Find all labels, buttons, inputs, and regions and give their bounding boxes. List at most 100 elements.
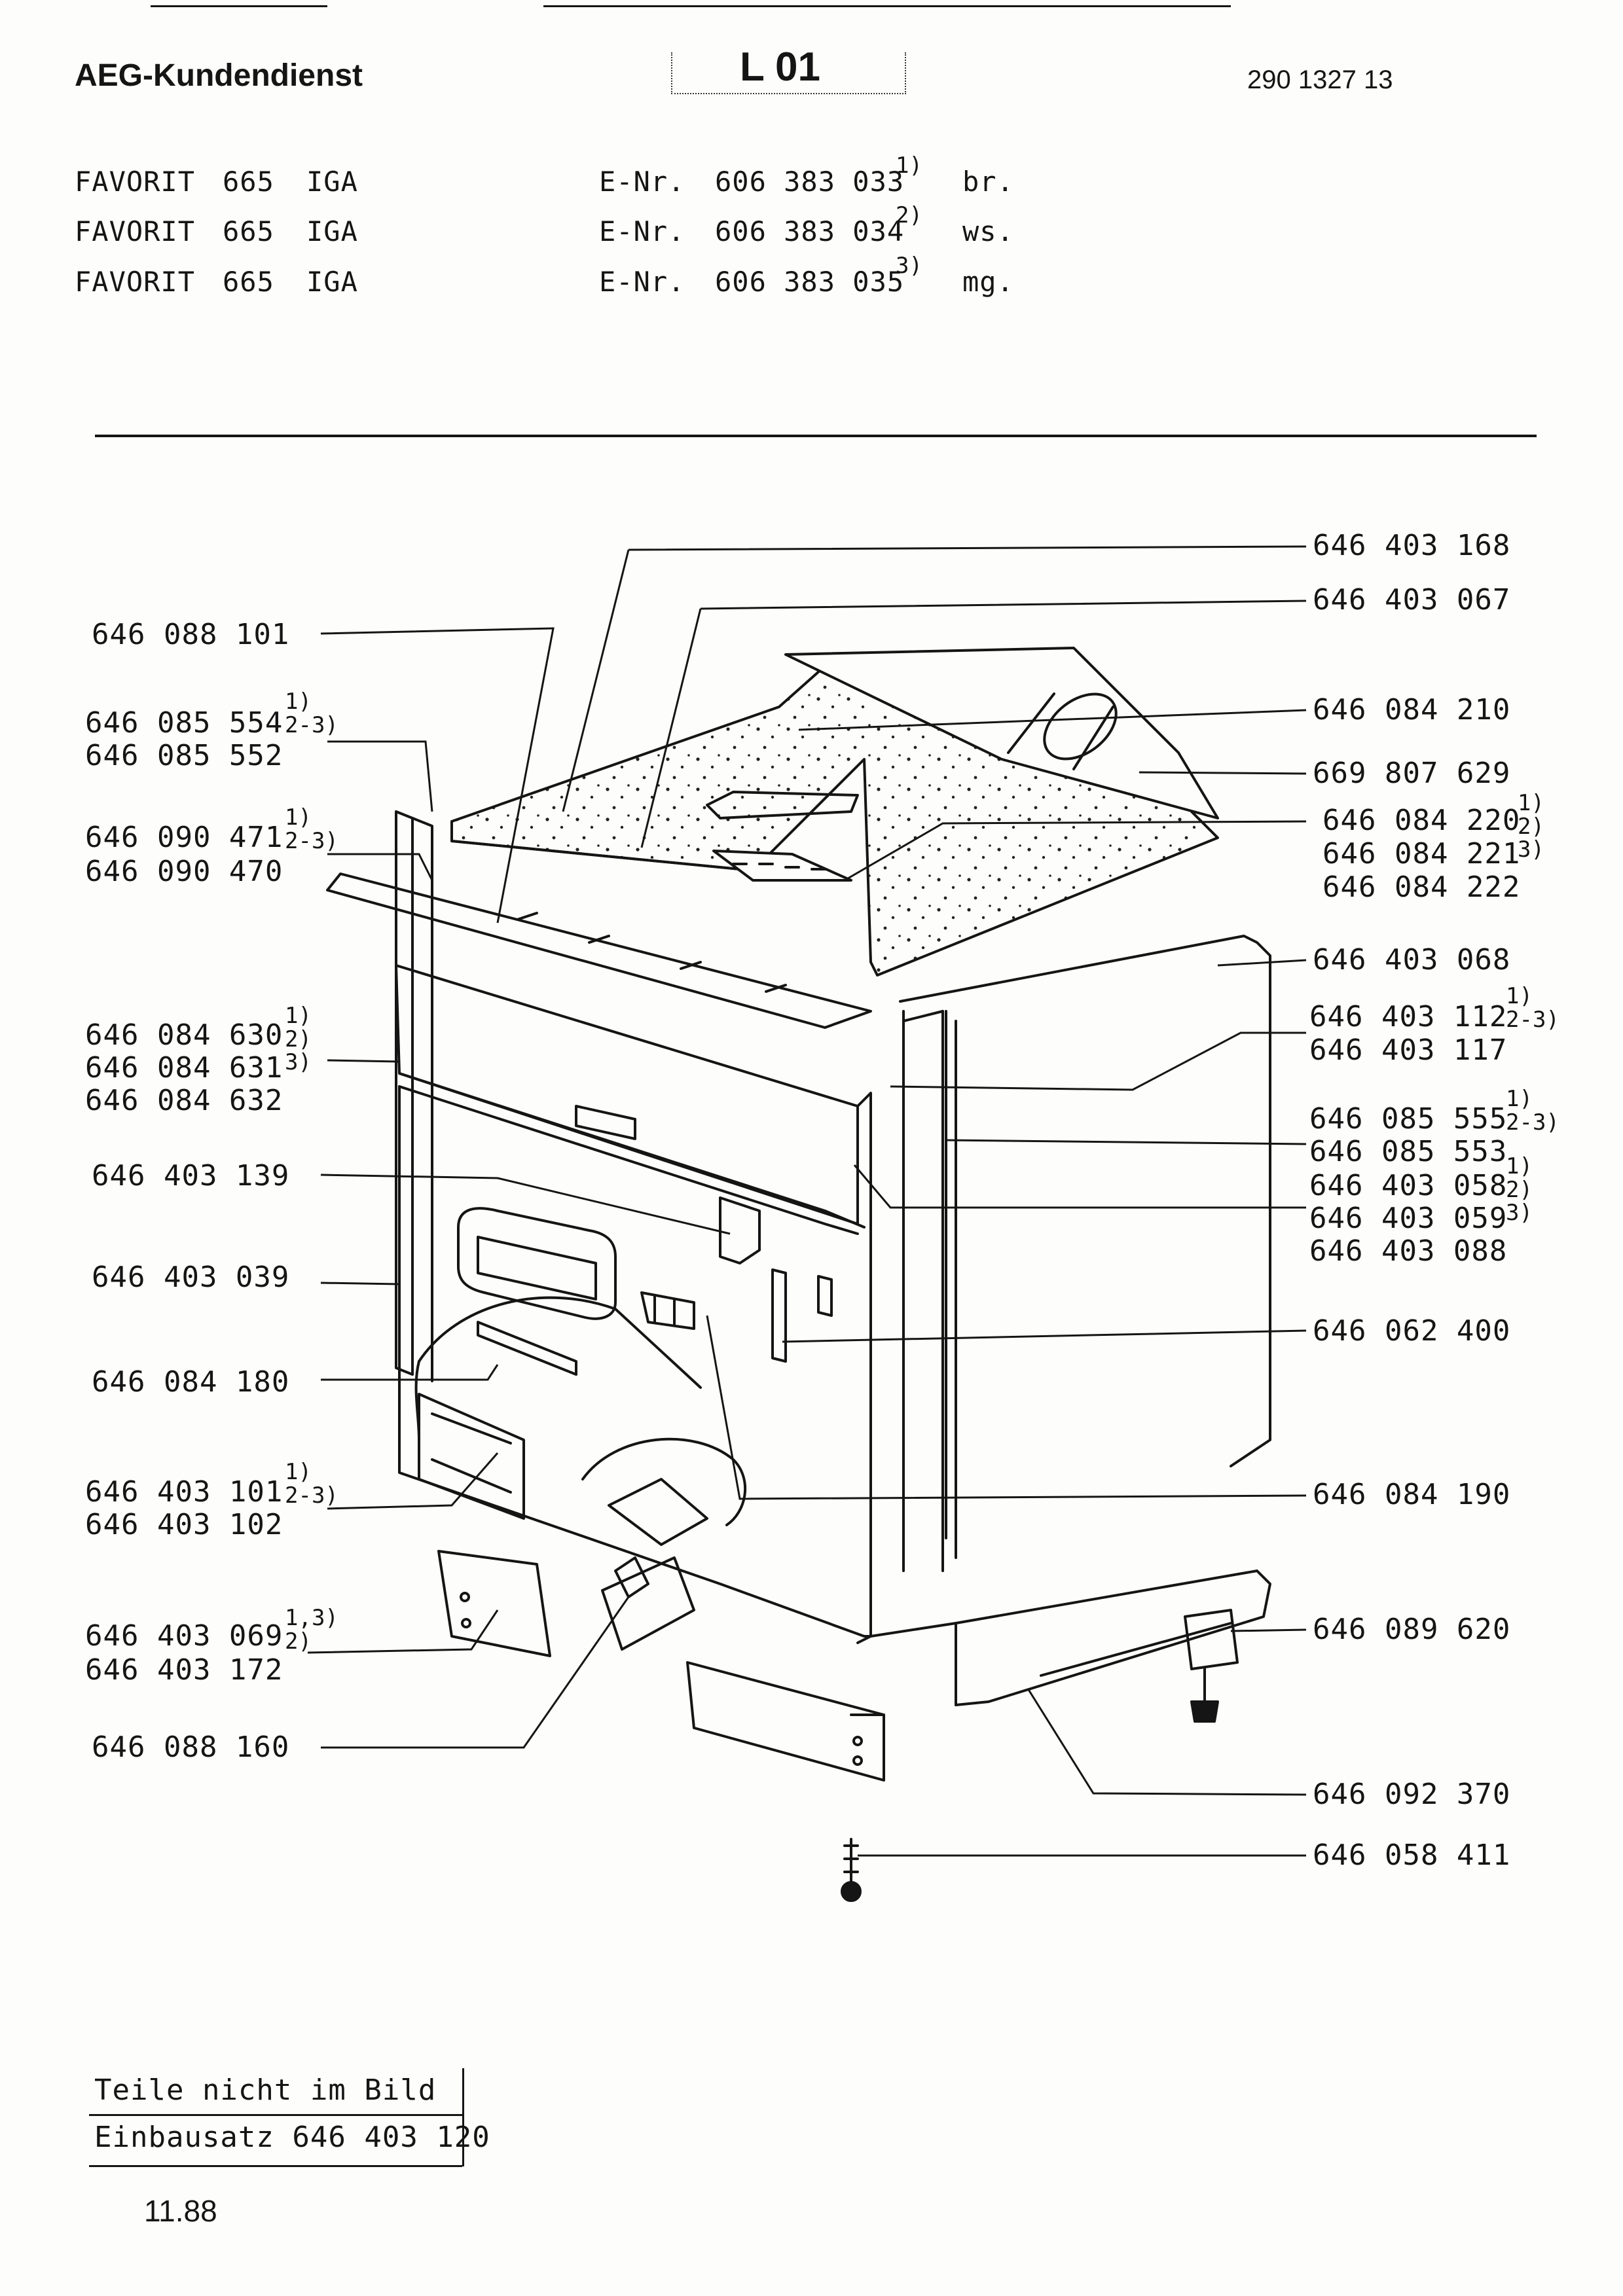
- variant-notes: 1) 2) 3): [285, 1003, 312, 1076]
- model-name: FAVORIT: [75, 166, 196, 198]
- part-number: 646 090 470: [85, 855, 283, 888]
- part-number: 646 084 210: [1313, 693, 1511, 726]
- leader-l2: [327, 740, 433, 812]
- leader-r3: [798, 709, 1307, 731]
- part-number: 646 085 554: [85, 706, 283, 740]
- front-top-bar: [326, 872, 872, 1029]
- model-name: FAVORIT: [75, 266, 196, 298]
- part-number: 646 403 058: [1309, 1169, 1508, 1202]
- part-number: 646 062 400: [1313, 1314, 1511, 1348]
- leader-r11: [706, 1315, 1307, 1500]
- variant-notes: 1) 2) 3): [1518, 790, 1544, 863]
- color-code: mg.: [962, 266, 1014, 298]
- variant-notes: 1) 2-3): [285, 689, 338, 738]
- leader-l3: [327, 853, 433, 881]
- part-number: 646 403 168: [1313, 529, 1511, 562]
- part-number: 646 403 088: [1309, 1234, 1508, 1268]
- parts-not-shown-box: Teile nicht im Bild Einbausatz 646 403 1…: [89, 2068, 490, 2167]
- part-number: 646 089 620: [1313, 1613, 1511, 1646]
- brand-title: AEG-Kundendienst: [75, 58, 363, 93]
- model-variant: IGA: [306, 166, 358, 198]
- part-number: 646 084 221: [1322, 837, 1521, 870]
- part-number: 646 403 059: [1309, 1202, 1508, 1235]
- sheet-id: L 01: [740, 45, 820, 90]
- hinge-part: [614, 1556, 649, 1598]
- leader-r1: [562, 545, 1307, 812]
- footer-date: 11.88: [144, 2194, 217, 2228]
- part-number: 669 807 629: [1313, 757, 1511, 790]
- part-number: 646 403 101: [85, 1475, 283, 1509]
- part-number: 646 403 172: [85, 1653, 283, 1687]
- leader-l5: [320, 1174, 731, 1235]
- part-number: 646 403 067: [1313, 583, 1511, 617]
- top-rule-left: [151, 5, 327, 7]
- leader-l9: [307, 1609, 499, 1654]
- enr-label: E-Nr.: [599, 215, 685, 247]
- notes-kit: Einbausatz 646 403 120: [94, 2121, 490, 2154]
- bracket-139: [719, 1196, 761, 1265]
- part-number: 646 403 102: [85, 1508, 283, 1541]
- model-variant: IGA: [306, 266, 358, 298]
- enr-label: E-Nr.: [599, 266, 685, 298]
- leader-r13: [1027, 1688, 1307, 1796]
- variant-notes: 1) 2) 3): [1506, 1153, 1533, 1227]
- lower-bracket-180: [477, 1321, 577, 1376]
- part-number: 646 092 370: [1313, 1778, 1511, 1811]
- enr-footnote: 2): [896, 202, 922, 228]
- leader-r10: [782, 1329, 1307, 1343]
- leader-l7: [321, 1364, 499, 1381]
- plinth-bracket: [437, 1550, 551, 1657]
- leader-l8: [327, 1452, 499, 1510]
- enr-footnote: 3): [896, 253, 922, 279]
- leader-l10: [321, 1596, 630, 1749]
- model-series: 665: [223, 266, 274, 298]
- variant-notes: 1) 2-3): [1506, 983, 1559, 1033]
- part-number: 646 058 411: [1313, 1839, 1511, 1872]
- part-number: 646 403 139: [92, 1159, 290, 1193]
- handle-slot: [575, 1105, 636, 1140]
- variant-notes: 1,3) 2): [285, 1605, 338, 1655]
- part-number: 646 085 553: [1309, 1135, 1508, 1168]
- notes-heading: Teile nicht im Bild: [94, 2073, 437, 2107]
- leader-l6: [320, 1282, 400, 1285]
- top-rule-right: [543, 5, 1231, 7]
- leader-r9: [853, 1164, 1306, 1209]
- leader-l1: [320, 627, 555, 924]
- part-number: 646 084 190: [1313, 1478, 1511, 1511]
- model-series: 665: [223, 166, 274, 198]
- variant-notes: 1) 2-3): [1506, 1086, 1559, 1136]
- color-code: ws.: [962, 215, 1014, 247]
- leader-r12: [1230, 1628, 1307, 1632]
- doc-number: 290 1327 13: [1247, 65, 1393, 94]
- model-name: FAVORIT: [75, 215, 196, 247]
- enr-footnote: 1): [896, 152, 922, 179]
- part-number: 646 088 101: [92, 618, 290, 651]
- plinth-front: [686, 1661, 885, 1782]
- enr-number: 606 383 035: [715, 266, 905, 298]
- variant-notes: 1) 2-3): [285, 804, 338, 854]
- part-number: 646 088 160: [92, 1731, 290, 1764]
- leader-l4: [327, 1059, 400, 1063]
- model-series: 665: [223, 215, 274, 247]
- part-number: 646 084 222: [1322, 870, 1521, 904]
- enr-number: 606 383 034: [715, 215, 905, 247]
- display-window: [457, 1207, 617, 1320]
- adjustable-foot: [1184, 1609, 1239, 1670]
- part-number: 646 084 632: [85, 1084, 283, 1117]
- part-number: 646 403 117: [1309, 1033, 1508, 1067]
- notes-bottom-rule: [89, 2165, 462, 2167]
- leader-r6: [1217, 959, 1307, 967]
- variant-notes: 1) 2-3): [285, 1459, 338, 1509]
- part-number: 646 403 068: [1313, 943, 1511, 977]
- part-number: 646 084 631: [85, 1051, 283, 1085]
- part-number: 646 403 039: [92, 1261, 290, 1294]
- part-number: 646 084 630: [85, 1018, 283, 1052]
- center-bracket: [706, 791, 859, 819]
- color-code: br.: [962, 166, 1014, 198]
- model-variant: IGA: [306, 215, 358, 247]
- part-number: 646 084 180: [92, 1365, 290, 1399]
- leader-r2: [640, 600, 1307, 848]
- notes-divider: [89, 2114, 462, 2116]
- leader-r8: [945, 1139, 1307, 1145]
